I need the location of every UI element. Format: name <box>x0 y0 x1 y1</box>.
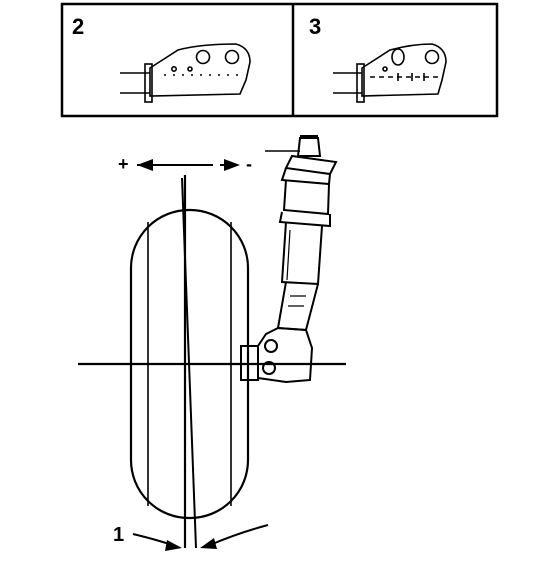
adjustment-arrow: + - <box>118 150 300 174</box>
panel-3: 3 <box>309 14 447 103</box>
main-diagram: + - <box>78 135 346 551</box>
inset-frame <box>60 2 499 118</box>
bracket-hole-standard-drawing <box>120 43 251 103</box>
camber-angle-label: 1 <box>113 524 124 546</box>
arrow-head-right <box>224 159 240 171</box>
inset-panels: 2 3 <box>60 2 499 118</box>
adjustment-minus-sign: - <box>246 154 252 174</box>
panel-2: 2 <box>72 14 251 103</box>
camber-arrow-head-right <box>200 538 217 549</box>
strut-assembly <box>240 135 338 384</box>
bracket-bolt-upper <box>264 339 278 353</box>
panel-2-label: 2 <box>72 14 84 39</box>
arrow-head-left <box>137 159 153 171</box>
adjustment-plus-sign: + <box>118 154 129 174</box>
bracket-bolt-lower <box>262 361 276 375</box>
panel-3-label: 3 <box>309 14 321 39</box>
camber-angle-indicator: 1 <box>113 524 269 551</box>
bracket-hole-elongated-drawing <box>333 43 447 103</box>
camber-arrow-head-left <box>165 540 182 551</box>
